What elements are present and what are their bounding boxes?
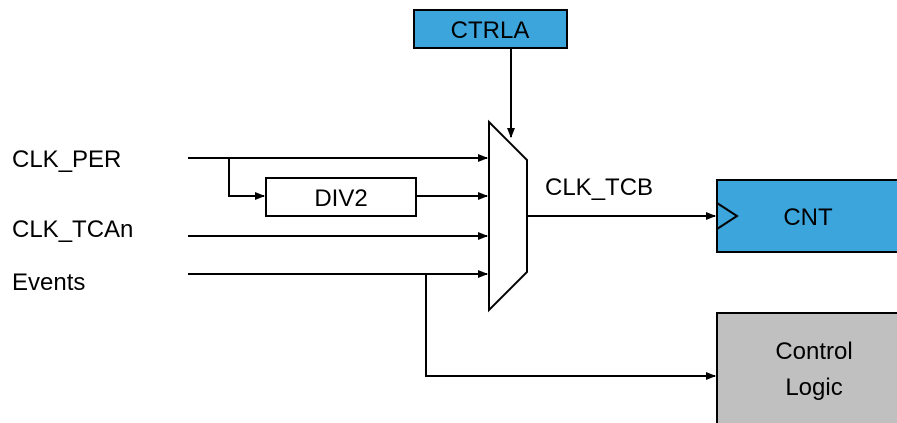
clock-multiplexer xyxy=(488,119,528,313)
clk-tcan-label: CLK_TCAn xyxy=(12,216,133,243)
cnt-box xyxy=(716,179,897,253)
ctrla-box xyxy=(413,9,568,49)
events-to-control-wire xyxy=(425,274,716,380)
clk-per-to-div2-wire xyxy=(228,158,265,200)
div2-label: DIV2 xyxy=(314,185,367,212)
control-logic-box xyxy=(716,312,897,423)
cnt-label: CNT xyxy=(783,204,833,231)
events-label: Events xyxy=(12,269,85,296)
clock-edge-symbol xyxy=(716,202,739,230)
control-logic-label-line1: Control xyxy=(775,338,852,365)
ctrla-label: CTRLA xyxy=(451,17,530,44)
control-logic-label-line2: Logic xyxy=(785,374,842,401)
clk-tcb-label: CLK_TCB xyxy=(545,174,653,201)
clk-per-label: CLK_PER xyxy=(12,146,121,173)
